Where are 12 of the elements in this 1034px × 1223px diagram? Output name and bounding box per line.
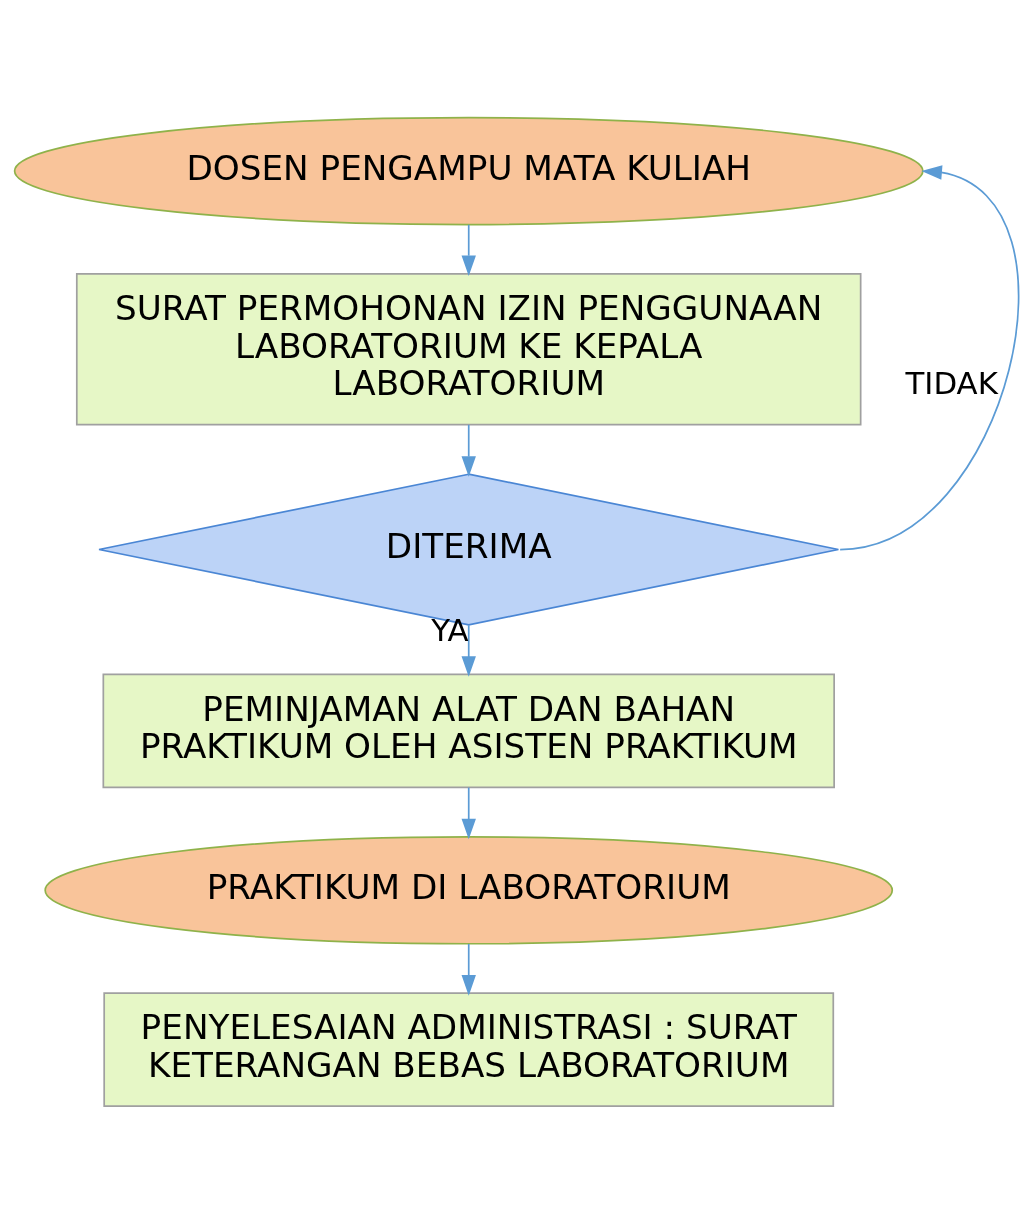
arrow [461, 786, 476, 839]
arrow [461, 223, 476, 276]
arrow [461, 623, 476, 677]
node-box: SURAT PERMOHONAN IZIN PENGGUNAAN LABORATORIUM KE KEPALA LABORATORIUM [75, 272, 862, 425]
node-box: PEMINJAMAN ALAT DAN BAHAN PRAKTIKUM OLEH ASISTEN PRAKTIKUM [102, 673, 835, 788]
edge-label: TIDAK [905, 364, 998, 401]
arrow [839, 164, 1020, 550]
node-ellipse: DOSEN PENGAMPU MATA KULIAH [13, 116, 924, 225]
arrow [461, 423, 476, 477]
arrow [461, 942, 476, 996]
node-ellipse: PRAKTIKUM DI LABORATORIUM [44, 835, 894, 945]
node-box: PENYELESAIAN ADMINISTRASI : SURAT KETERANGAN BEBAS LABORATORIUM [103, 991, 835, 1107]
